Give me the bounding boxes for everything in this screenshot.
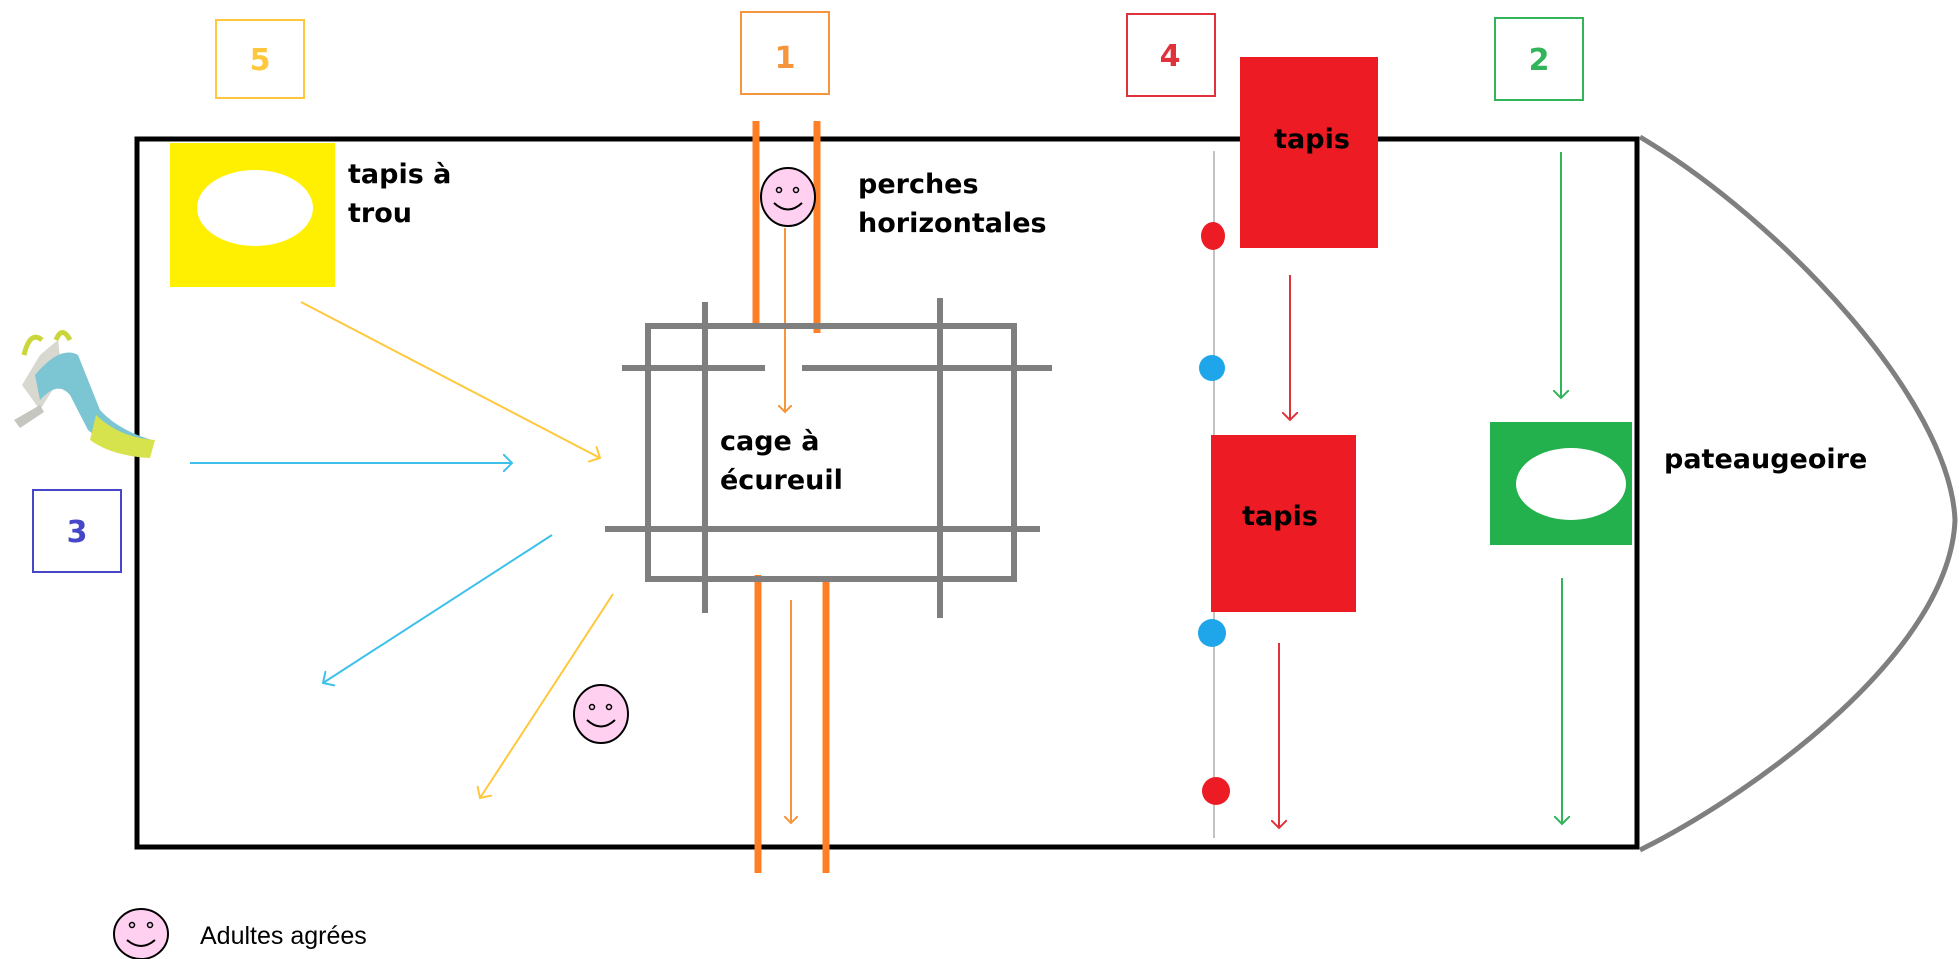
yellow-arrow: [300, 301, 600, 458]
tapis-bottom-label: tapis: [1242, 501, 1318, 532]
squirrel-cage: [605, 298, 1052, 618]
cage-label-2: écureuil: [720, 465, 843, 496]
smiley-icon: [760, 167, 816, 227]
yellow-arrow: [480, 593, 614, 798]
blue-dot: [1199, 355, 1225, 381]
tapis-trou-label-1: tapis à: [348, 159, 451, 190]
svg-text:1: 1: [775, 41, 796, 76]
red-dot: [1201, 222, 1225, 250]
station-box-5: 5: [215, 19, 305, 99]
yellow-hole-mat: [170, 143, 335, 287]
smiley-icon: [573, 684, 629, 744]
perches-label-1: perches: [858, 169, 979, 200]
pool-outline: [1638, 134, 1958, 853]
station-box-2: 2: [1494, 17, 1584, 101]
room-outline: [134, 136, 1640, 850]
legend-adults-label: Adultes agrées: [200, 922, 367, 950]
tapis-trou-label-2: trou: [348, 198, 412, 229]
red-mat-top: [1240, 57, 1378, 248]
smiley-icon: [113, 908, 169, 959]
red-dot: [1202, 777, 1230, 805]
station-box-1: 1: [740, 11, 830, 95]
svg-text:5: 5: [250, 43, 271, 78]
cage-label-1: cage à: [720, 426, 819, 457]
green-hole-mat: [1490, 422, 1632, 545]
pool-label: pateaugeoire: [1664, 444, 1867, 475]
svg-text:2: 2: [1529, 43, 1550, 78]
station-box-3: 3: [32, 489, 122, 573]
legend: Adultes agrées: [113, 908, 367, 959]
blue-dot: [1198, 619, 1226, 647]
station-box-4: 4: [1126, 13, 1216, 97]
perches-label-2: horizontales: [858, 208, 1047, 239]
tapis-top-label: tapis: [1274, 124, 1350, 155]
svg-text:4: 4: [1160, 39, 1181, 74]
svg-text:3: 3: [67, 515, 88, 550]
slide-icon: [14, 330, 155, 458]
blue-arrow: [323, 534, 553, 683]
red-mat-bottom: [1211, 435, 1356, 612]
